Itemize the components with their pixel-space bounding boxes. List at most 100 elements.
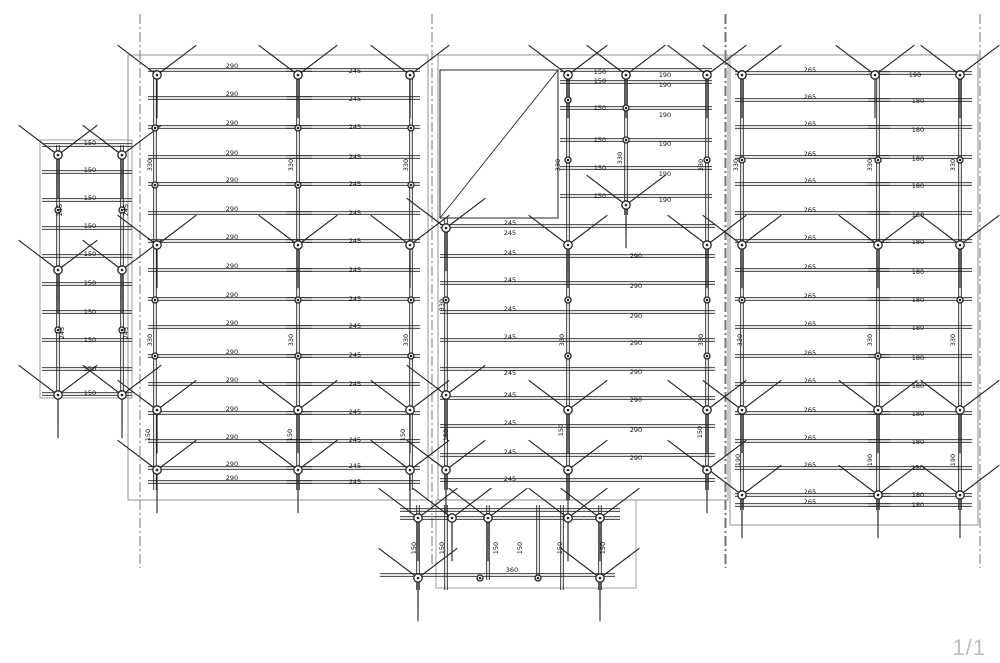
dimension-label: 290 [226,319,238,327]
coupler-node-center [566,243,570,247]
dimension-label: 190 [734,454,742,466]
dimension-label: 150 [84,365,96,373]
coupler-node-center [958,243,962,247]
coupler-node-center [296,73,300,77]
dimension-label: 245 [349,462,361,470]
dimension-label: 290 [630,339,642,347]
dimension-label: 245 [349,295,361,303]
tie-brace [156,439,197,471]
coupler-node-center [478,576,482,580]
dimension-label: 180 [912,491,924,499]
coupler-node-center [624,106,628,110]
tie-brace [487,487,528,519]
tie-brace [702,214,743,246]
coupler-node-center [705,243,709,247]
coupler-node-center [56,268,60,272]
dimension-label: 150 [557,424,565,436]
dimension-label: 265 [804,488,816,496]
dimension-label: 330 [554,159,562,171]
dimension-label: 265 [804,177,816,185]
dimension-label: 180 [912,97,924,105]
coupler-node-center [566,298,570,302]
dimension-label: 290 [226,90,238,98]
tie-brace [567,487,608,519]
dimension-label: 245 [349,67,361,75]
tie-brace [409,439,450,471]
dimension-label: 290 [226,119,238,127]
dimension-label: 190 [659,140,671,148]
dimension-label: 150 [84,194,96,202]
tie-brace [586,44,627,76]
tie-brace [706,439,747,471]
dimension-label: 245 [349,123,361,131]
dimension-label: 360 [506,566,518,574]
coupler-node-center [296,126,300,130]
tie-brace [877,214,918,246]
dimension-label: 245 [504,369,516,377]
tie-brace [18,364,59,396]
coupler-node-center [120,153,124,157]
tie-brace [82,364,123,396]
tie-brace [528,44,569,76]
coupler-node-center [409,354,413,358]
dimension-label: 330 [616,152,624,164]
tie-brace [117,439,158,471]
coupler-node-center [705,354,709,358]
coupler-node-center [450,516,454,520]
dimension-label: 245 [56,204,64,216]
tie-brace [667,214,708,246]
dimension-label: 245 [504,419,516,427]
tie-brace [417,547,458,579]
dimension-label: 180 [912,410,924,418]
dimension-label: 290 [226,474,238,482]
tie-brace [370,439,411,471]
tie-brace [599,547,640,579]
dimension-label: 180 [912,182,924,190]
dimension-label: 180 [912,296,924,304]
dimension-label: 150 [594,104,606,112]
dimension-label: 190 [659,71,671,79]
coupler-node-center [120,393,124,397]
coupler-node-center [153,354,157,358]
dimension-label: 245 [504,475,516,483]
tie-brace [409,214,450,246]
tie-brace [567,214,608,246]
tie-brace [625,44,666,76]
coupler-node-center [566,98,570,102]
dimension-label: 265 [804,93,816,101]
coupler-node-center [705,298,709,302]
dimension-label: 150 [594,136,606,144]
dimension-label: 290 [630,312,642,320]
tie-brace [528,439,569,471]
dimension-label: 180 [912,354,924,362]
dimension-label: 330 [949,159,957,171]
coupler-node-center [624,138,628,142]
coupler-node-center [444,393,448,397]
dimension-label: 245 [504,219,516,227]
coupler-node-center [153,126,157,130]
dimension-label: 245 [349,153,361,161]
dimension-label: 265 [804,377,816,385]
dimension-label: 190 [866,454,874,466]
building-outline [39,54,979,589]
coupler-node-center [740,298,744,302]
dimension-label: 265 [804,234,816,242]
outline-bottom [435,499,637,589]
coupler-node-center [740,408,744,412]
coupler-node-center [566,73,570,77]
dimension-label: 265 [804,120,816,128]
dimension-label: 330 [287,334,295,346]
coupler-node-center [958,298,962,302]
coupler-node-center [120,208,124,212]
dimension-labels: 2902902902902902902902902902902902902902… [56,62,957,574]
tie-brace [370,44,411,76]
dimension-label: 190 [659,81,671,89]
tie-brace [959,214,1000,246]
dimension-label: 190 [949,454,957,466]
dimension-label: 150 [594,164,606,172]
outline-middle [437,54,729,501]
tie-brace [370,214,411,246]
tie-brace [741,464,782,496]
dimension-label: 265 [804,320,816,328]
